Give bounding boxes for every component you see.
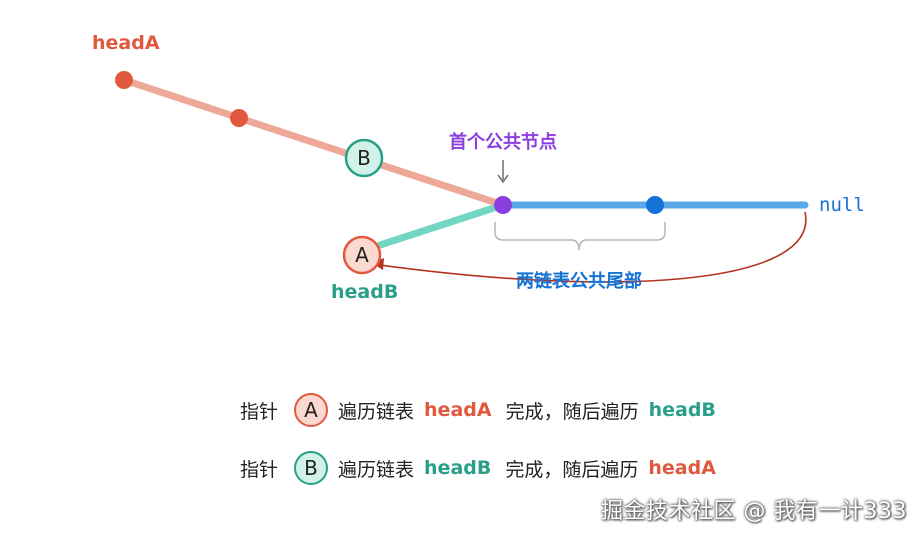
caption-b-list1: headB [424, 457, 492, 479]
list-a-edge [120, 76, 507, 209]
common-tail-label: 两链表公共尾部 [516, 270, 642, 292]
null-label: null [819, 194, 865, 216]
caption-a-verb: 遍历链表 [338, 400, 415, 423]
pointer-a: A [342, 235, 382, 275]
list-a-node-2 [230, 109, 248, 127]
caption-a-list2: headB [648, 399, 716, 421]
list-b-edge [376, 201, 507, 249]
caption-row-a: 指针 A 遍历链表 headA 完成，随后遍历 headB [240, 390, 730, 430]
caption-a-list1: headA [424, 399, 492, 421]
return-arrow [379, 211, 807, 283]
common-tail-brace [494, 222, 666, 251]
pointer-a-label: A [355, 243, 369, 267]
head-b-label: headB [331, 281, 398, 303]
caption-b-middle: 完成，随后遍历 [505, 458, 639, 481]
caption-a-middle: 完成，随后遍历 [505, 400, 639, 423]
caption-b-prefix: 指针 [240, 458, 279, 481]
caption-b-list2: headA [648, 457, 716, 479]
caption-a-badge: A [294, 393, 329, 427]
pointer-b-label: B [357, 146, 371, 170]
head-a-label: headA [92, 32, 160, 54]
list-a-node-1 [115, 71, 133, 89]
caption-row-b: 指针 B 遍历链表 headB 完成，随后遍历 headA [240, 448, 730, 488]
first-common-label: 首个公共节点 [449, 131, 557, 153]
first-common-node [494, 196, 512, 214]
caption-a-prefix: 指针 [240, 400, 279, 423]
common-node-2 [646, 196, 664, 214]
pointer-b: B [344, 138, 384, 178]
caption-b-badge: B [294, 451, 329, 485]
first-common-pointer-head [497, 174, 509, 184]
caption-b-verb: 遍历链表 [338, 458, 415, 481]
watermark: 掘金技术社区 @ 我有一计333 [601, 499, 907, 524]
